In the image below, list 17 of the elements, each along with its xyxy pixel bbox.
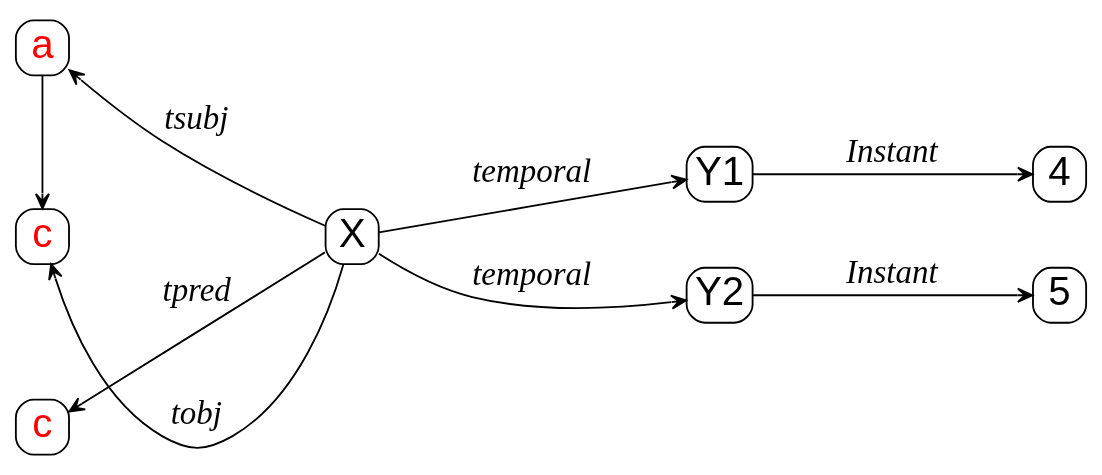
edge-label: temporal xyxy=(472,255,592,292)
node-box: Y2 xyxy=(685,266,754,324)
arrow xyxy=(48,263,345,449)
arrow xyxy=(34,74,50,210)
edge-label: tsubj xyxy=(164,100,229,137)
edge-label: temporal xyxy=(472,153,592,190)
arrow xyxy=(752,287,1034,303)
arrow xyxy=(378,174,688,234)
edge-label: tpred xyxy=(162,272,231,309)
arrow xyxy=(68,251,326,413)
arrow xyxy=(378,252,688,310)
arrow xyxy=(752,166,1034,182)
edge-label: Instant xyxy=(846,254,938,291)
edge-label: tobj xyxy=(170,395,223,432)
node-box: Y1 xyxy=(685,145,754,203)
arrow xyxy=(68,69,327,227)
edge-label: Instant xyxy=(846,133,938,170)
